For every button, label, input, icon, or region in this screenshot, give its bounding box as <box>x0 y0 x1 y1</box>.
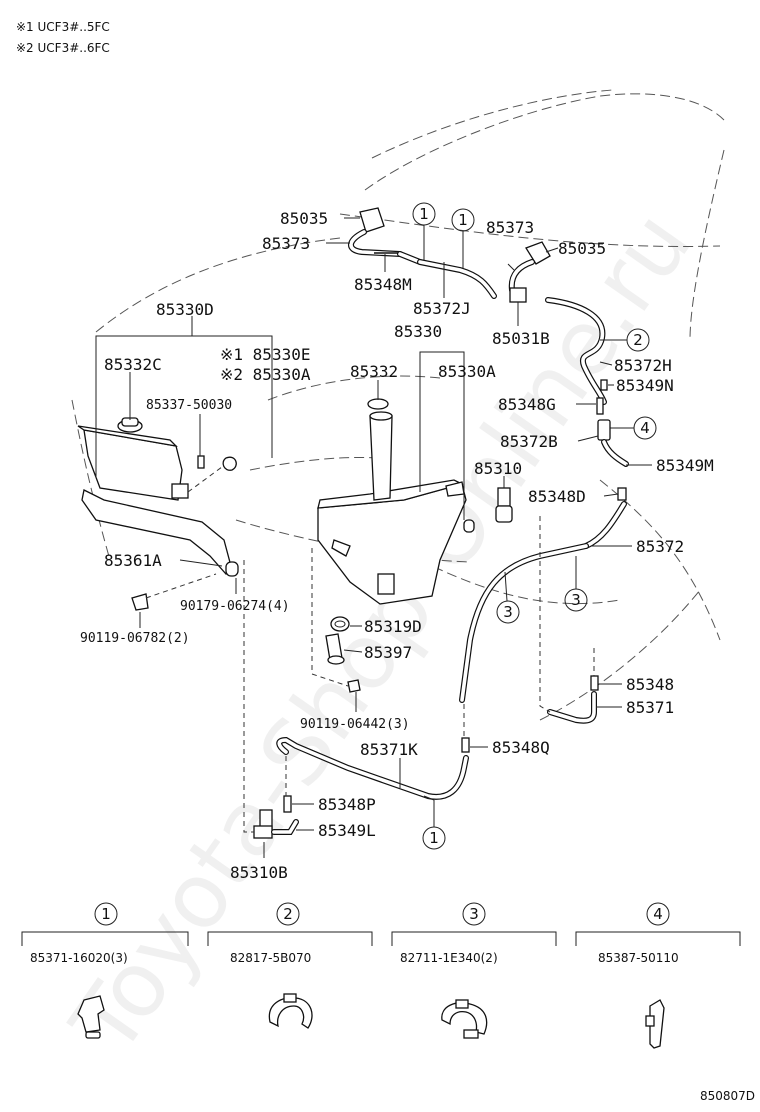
part-label: 85332 <box>350 362 398 381</box>
part-label: 85397 <box>364 643 412 662</box>
hose-85372 <box>459 543 589 703</box>
callout-circle: 3 <box>496 600 520 624</box>
part-label: 85035 <box>558 239 606 258</box>
svg-text:3: 3 <box>571 591 581 609</box>
svg-text:1: 1 <box>429 829 439 847</box>
part-label: 90119-06782(2) <box>80 631 190 646</box>
svg-text:4: 4 <box>640 419 650 437</box>
part-label: 85330D <box>156 300 214 319</box>
hose-85371k <box>276 704 470 813</box>
note-1: ※1 UCF3#..5FC <box>16 20 110 34</box>
right-nozzle-assembly <box>508 241 607 405</box>
svg-text:1: 1 <box>458 211 468 229</box>
part-label: 85349N <box>616 376 674 395</box>
part-label: 85310 <box>474 459 522 478</box>
part-label: 85035 <box>280 209 328 228</box>
bracket-85361a <box>81 489 239 611</box>
reservoir-85330d <box>77 417 237 501</box>
legend-group-3: 3 82711-1E340(2) <box>391 902 557 1039</box>
part-label: 85310B <box>230 863 288 882</box>
diagram-code: 850807D <box>700 1089 755 1103</box>
svg-text:1: 1 <box>419 205 429 223</box>
part-label: 85337-50030 <box>146 398 232 413</box>
part-label: 90179-06274(4) <box>180 599 290 614</box>
svg-text:3: 3 <box>503 603 513 621</box>
part-label: 85373 <box>486 218 534 237</box>
callout-circle: 1 <box>422 826 446 850</box>
grommet-85319d <box>330 616 350 632</box>
hose-85371 <box>539 516 599 724</box>
part-labels: 85035 85373 85348M 85372J 85373 85035 85… <box>80 209 714 882</box>
part-label: 85348G <box>498 395 556 414</box>
callout-circle: 1 <box>412 202 436 226</box>
part-label: 85361A <box>104 551 162 570</box>
reservoir-85330 <box>317 398 475 605</box>
legend-code: 85371-16020(3) <box>30 951 128 965</box>
pump-85310b <box>243 560 299 839</box>
part-label: 85373 <box>262 234 310 253</box>
part-label: 85031B <box>492 329 550 348</box>
part-label: 85348D <box>528 487 586 506</box>
part-label: 85348P <box>318 795 376 814</box>
part-label: 85348 <box>626 675 674 694</box>
svg-text:4: 4 <box>653 905 663 923</box>
part-label: 85371K <box>360 740 418 759</box>
part-label: 85332C <box>104 355 162 374</box>
right-hose-connectors <box>583 379 629 549</box>
part-label: 85372B <box>500 432 558 451</box>
note-2: ※2 UCF3#..6FC <box>16 41 110 55</box>
legend-code: 82817-5B070 <box>230 951 311 965</box>
part-label: 85319D <box>364 617 422 636</box>
part-label: 85348M <box>354 275 412 294</box>
part-label: 90119-06442(3) <box>300 717 410 732</box>
pump-85310 <box>495 487 513 523</box>
part-label: 85372H <box>614 356 672 375</box>
callout-circle: 4 <box>633 416 657 440</box>
part-label: 85371 <box>626 698 674 717</box>
part-label: ※1 85330E <box>220 345 310 364</box>
svg-text:2: 2 <box>283 905 293 923</box>
part-label: 85330A <box>438 362 496 381</box>
part-label: 85372 <box>636 537 684 556</box>
left-nozzle-assembly <box>348 207 497 299</box>
legend-group-2: 2 82817-5B070 <box>207 902 373 1029</box>
vehicle-body-outline <box>71 89 725 721</box>
svg-text:2: 2 <box>633 331 643 349</box>
leader-lines <box>95 217 652 858</box>
part-label: 85349L <box>318 821 376 840</box>
motor-85397 <box>325 633 345 665</box>
part-label: 85349M <box>656 456 714 475</box>
callout-circle: 3 <box>564 588 588 612</box>
svg-text:1: 1 <box>101 905 111 923</box>
legend-group-1: 1 85371-16020(3) <box>21 902 189 1039</box>
svg-text:3: 3 <box>469 905 479 923</box>
part-label: ※2 85330A <box>220 365 311 384</box>
part-label: 85348Q <box>492 738 550 757</box>
bolt-90119-06442 <box>311 548 361 693</box>
legend-code: 85387-50110 <box>598 951 679 965</box>
legend-group-4: 4 85387-50110 <box>575 902 741 1049</box>
callout-circle: 1 <box>451 208 475 232</box>
legend-code: 82711-1E340(2) <box>400 951 498 965</box>
part-label: 85372J <box>413 299 471 318</box>
part-label: 85330 <box>394 322 442 341</box>
